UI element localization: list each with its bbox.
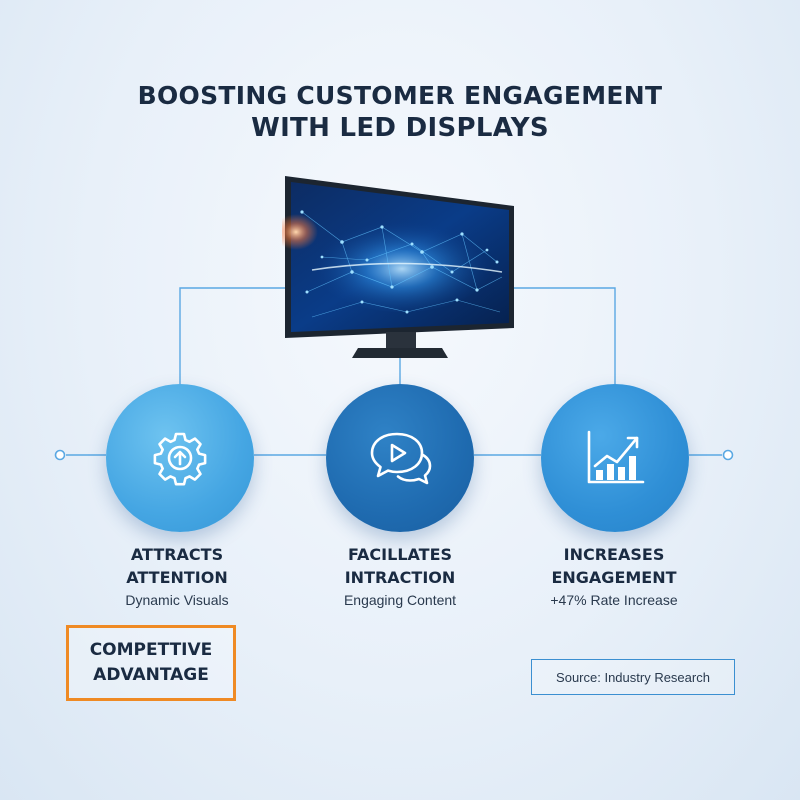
feature-subtitle-facilitates: Engaging Content	[343, 592, 457, 608]
feature-title-increases: INCREASES ENGAGEMENT	[494, 543, 734, 589]
feature-subtitle-attracts: Dynamic Visuals	[125, 592, 229, 608]
feature-title-line-2: ENGAGEMENT	[551, 568, 677, 587]
feature-title-line-2: INTRACTION	[344, 568, 456, 587]
feature-subtitle-increases: +47% Rate Increase	[550, 592, 678, 608]
feature-title-line-1: INCREASES	[563, 545, 665, 564]
chat-play-icon	[370, 432, 432, 485]
growth-chart-icon	[587, 430, 645, 484]
competitive-advantage-box: COMPETTIVE ADVANTAGE	[66, 625, 236, 701]
feature-title-line-1: FACILLATES	[347, 545, 453, 564]
feature-title-line-1: ATTRACTS	[130, 545, 224, 564]
connector-dot-right	[722, 449, 734, 461]
feature-title-attracts: ATTRACTS ATTENTION	[57, 543, 297, 589]
source-note: Source: Industry Research	[531, 659, 735, 695]
page-title-line-1: BOOSTING CUSTOMER ENGAGEMENT	[137, 81, 663, 110]
feature-circle-attracts	[106, 384, 254, 532]
connector-dot-left	[54, 449, 66, 461]
monitor-base	[352, 348, 448, 358]
feature-circle-increases	[541, 384, 689, 532]
monitor-neck	[386, 332, 416, 348]
advantage-line-1: COMPETTIVE	[89, 640, 213, 660]
feature-circle-facilitates	[326, 384, 474, 532]
gear-arrow-up-icon	[153, 432, 207, 486]
feature-title-line-2: ATTENTION	[126, 568, 228, 587]
advantage-line-2: ADVANTAGE	[93, 665, 209, 685]
feature-title-facilitates: FACILLATES INTRACTION	[280, 543, 520, 589]
led-monitor-illustration	[282, 176, 514, 358]
connector-left	[179, 287, 290, 384]
page-title-line-2: WITH LED DISPLAYS	[251, 113, 549, 143]
connector-right	[508, 287, 616, 384]
